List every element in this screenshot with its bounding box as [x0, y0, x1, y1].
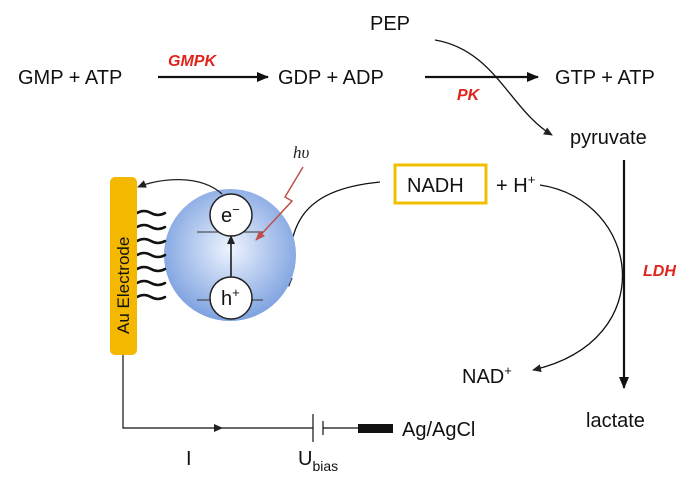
ubias-text: U [298, 448, 312, 470]
electron-circle [209, 193, 253, 237]
ubias-sub: bias [312, 458, 338, 474]
pyruvate-label: pyruvate [570, 127, 647, 149]
h-plus-label: + H+ [496, 172, 535, 197]
lactate-label: lactate [586, 410, 645, 432]
nadh-to-nad-arrow [532, 184, 624, 373]
au-electrode [110, 177, 137, 355]
pk-label: PK [457, 87, 481, 104]
semiconductor-particle [164, 189, 296, 321]
electrode-label: Au Electrode [114, 237, 133, 334]
linker-molecules [135, 209, 167, 301]
hole-text: h [221, 288, 232, 310]
gtp-atp-label: GTP + ATP [555, 67, 655, 89]
nad-sup: + [504, 363, 512, 378]
electron-text: e [221, 205, 232, 227]
ldh-label: LDH [643, 263, 676, 280]
nad-label: NAD+ [462, 363, 512, 388]
pep-label: PEP [370, 13, 410, 35]
hv-label: hυ [293, 143, 310, 162]
nadh-box [393, 163, 488, 205]
electron-sup: − [232, 202, 240, 217]
electron-transfer-arrow [137, 179, 223, 195]
hole-label: h+ [221, 285, 240, 310]
gmpk-label: GMPK [168, 53, 217, 70]
gmp-atp-label: GMP + ATP [18, 67, 122, 89]
current-label: I [186, 448, 192, 470]
nad-text: NAD [462, 366, 504, 388]
hole-circle [209, 276, 253, 320]
reference-electrode [358, 424, 393, 433]
h-plus-text: + H [496, 175, 528, 197]
current-arrow [122, 355, 223, 432]
ubias-label: Ubias [298, 448, 338, 474]
light-arrow [255, 166, 304, 241]
nadh-to-hole-arrow [284, 181, 381, 287]
gdp-adp-label: GDP + ADP [278, 67, 384, 89]
electron-label: e− [221, 202, 240, 227]
nadh-label: NADH [407, 175, 464, 197]
h-plus-sup: + [528, 172, 536, 187]
reference-label: Ag/AgCl [402, 419, 475, 441]
hole-sup: + [232, 285, 240, 300]
pep-to-pyruvate-arrow [434, 39, 553, 136]
